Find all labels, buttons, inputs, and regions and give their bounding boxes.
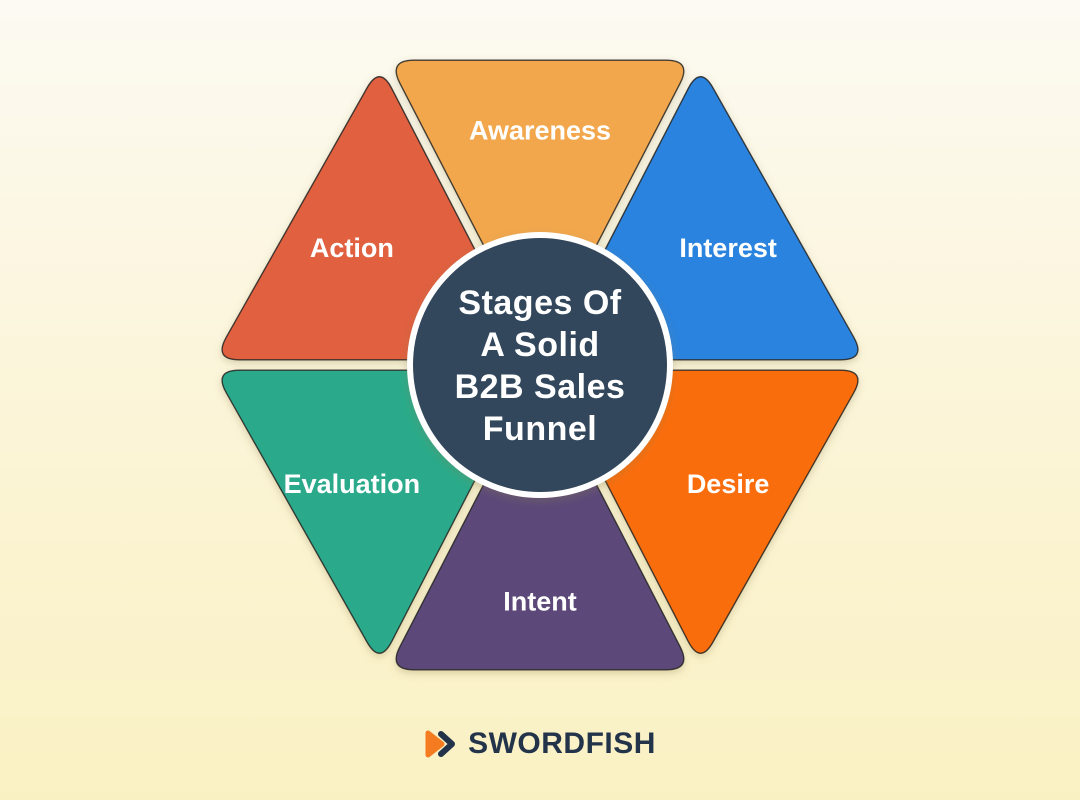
segment-label-awareness: Awareness — [469, 115, 611, 145]
center-title-line-3: B2B Sales — [455, 368, 626, 406]
center-title-line-2: A Solid — [480, 326, 599, 364]
arrow-right-icon — [425, 730, 456, 758]
segment-label-intent: Intent — [503, 587, 577, 617]
logo-text: SWORDFISH — [468, 727, 656, 760]
center-circle — [407, 232, 673, 498]
center-title-line-1: Stages Of — [458, 284, 621, 322]
segment-label-desire: Desire — [687, 469, 770, 499]
segment-labels: Awareness Interest Desire Intent Evaluat… — [284, 115, 777, 616]
center-title: Stages Of A Solid B2B Sales Funnel — [455, 284, 626, 448]
segment-label-action: Action — [310, 233, 394, 263]
segment-label-interest: Interest — [679, 233, 777, 263]
center-title-line-4: Funnel — [483, 410, 597, 448]
segment-label-evaluation: Evaluation — [284, 469, 421, 499]
swordfish-logo: SWORDFISH — [0, 718, 1080, 770]
